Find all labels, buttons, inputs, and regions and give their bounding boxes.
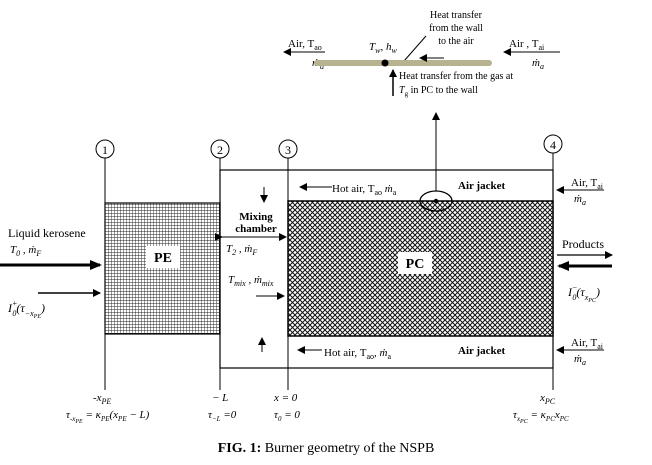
xpc-label: xPC: [539, 392, 556, 406]
bottom-jacket-hot-air: Hot air, Tao, ṁa: [324, 347, 391, 361]
svg-text:from the wall: from the wall: [429, 23, 483, 34]
figure-caption: FIG. 1: Burner geometry of the NSPB: [0, 441, 652, 457]
products-label: Products: [562, 237, 604, 251]
right-bottom-air-label: Air, Tai: [571, 337, 604, 351]
tmix-label: Tmix , ṁmix: [228, 274, 274, 288]
wall-temperature-label: Tw, hw: [369, 41, 397, 55]
x0-label: x = 0: [273, 392, 298, 404]
inset-wall-point: [381, 59, 389, 67]
top-jacket-hot-air: Hot air, Tao ṁa: [332, 183, 397, 197]
caption-label: FIG. 1:: [217, 441, 262, 456]
wall-to-air-pointer: [403, 35, 427, 62]
pe-label: PE: [154, 251, 172, 266]
tau-l-equation: τ−L =0: [208, 409, 237, 423]
right-side: Air, Tai ṁa Products I−0(τxPC) Air, Tai …: [556, 177, 613, 367]
bottom-air-jacket-label: Air jacket: [458, 345, 505, 357]
mixing-chamber-label-2: chamber: [235, 223, 277, 235]
pc-label: PC: [406, 257, 425, 272]
station-1-label: 1: [102, 143, 108, 157]
air-out-label: Air, Tao: [288, 38, 322, 52]
liquid-kerosene-label: Liquid kerosene: [8, 226, 86, 240]
top-air-jacket-label: Air jacket: [458, 180, 505, 192]
wall-detail-point: [433, 198, 439, 204]
station-4-label: 4: [550, 138, 556, 152]
gas-to-wall-label-1: Heat transfer from the gas at: [399, 71, 513, 82]
t2-label: T2 , ṁF: [226, 243, 257, 257]
bottom-coordinate-labels: -xPE τ-xPE = κPE(xPE − L) − L τ−L =0 x =…: [66, 392, 569, 425]
air-in-label: Air , Tai: [509, 38, 545, 52]
tau0-equation: τ0 = 0: [274, 409, 300, 423]
porous-evaporator-pe: [104, 202, 221, 335]
left-inlet: Liquid kerosene T0 , ṁF I+0(τ−xPE): [0, 226, 102, 320]
kerosene-conditions: T0 , ṁF: [10, 244, 41, 258]
air-in-mass-flow: ṁa: [532, 57, 544, 71]
tau-pc-equation: τxPC = κPCxPC: [513, 409, 569, 425]
inset-wall-bar: [314, 60, 492, 66]
right-top-air-label: Air, Tai: [571, 177, 604, 191]
svg-text:Heat transfer: Heat transfer: [430, 10, 483, 21]
wall-to-air-line-1: Heat transfer: [430, 10, 483, 21]
burner-body: PE PC Mixing chamber T2 , ṁF Tmix , ṁmix…: [104, 112, 554, 369]
gas-to-wall-label-2: Tg in PC to the wall: [399, 85, 478, 98]
caption-text: Burner geometry of the NSPB: [261, 441, 435, 456]
right-bottom-air-mass-flow: ṁa: [574, 353, 586, 367]
mixing-chamber-label-1: Mixing: [239, 211, 273, 223]
wall-to-air-line-3: to the air: [438, 36, 474, 47]
station-2-label: 2: [217, 143, 223, 157]
tau-pe-equation: τ-xPE = κPE(xPE − L): [66, 409, 150, 425]
minus-l-label: − L: [212, 392, 228, 404]
xpe-label: -xPE: [93, 392, 111, 406]
right-top-air-mass-flow: ṁa: [574, 193, 586, 207]
right-intensity-label: I−0(τxPC): [567, 283, 600, 304]
station-3-label: 3: [285, 143, 291, 157]
wall-to-air-line-2: from the wall: [429, 23, 483, 34]
left-intensity-label: I+0(τ−xPE): [7, 299, 45, 320]
svg-text:to the air: to the air: [438, 36, 474, 47]
top-inset: Heat transfer from the wall to the air A…: [283, 10, 560, 98]
